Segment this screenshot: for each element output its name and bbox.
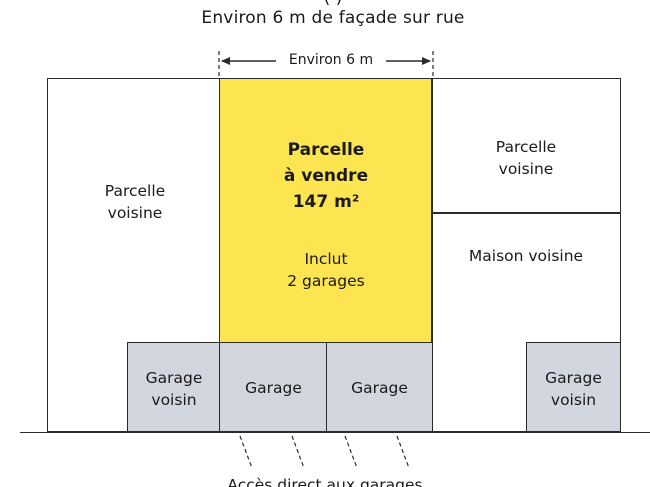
plot-line2: à vendre (283, 166, 369, 186)
left-garage-line2: voisin (151, 391, 197, 409)
title-partial: ( ) (168, 0, 498, 5)
left-garage-line1: Garage (145, 369, 203, 387)
plot-garage-2-label: Garage (351, 379, 408, 397)
right-neighbor-garage-label: Garage voisin (526, 367, 621, 411)
garage-access-label: Accès direct aux garages (227, 476, 423, 487)
access-line-1 (239, 435, 253, 469)
plot-for-sale (219, 78, 433, 344)
plot-title: Parcelle à vendre 147 m² (236, 137, 416, 215)
right-parcel-line1: Parcelle (495, 138, 557, 156)
plot-garage-1-label: Garage (245, 379, 302, 397)
plot-line1: Parcelle (287, 140, 365, 160)
dimension-label: Environ 6 m (276, 52, 386, 68)
right-garage-line1: Garage (545, 369, 602, 387)
street-line (20, 432, 650, 433)
right-garage-line2: voisin (550, 391, 597, 409)
plot-garage-1 (219, 342, 328, 432)
left-parcel-line2: voisine (107, 204, 163, 222)
right-parcel-label: Parcelle voisine (471, 136, 581, 180)
access-line-2 (291, 435, 305, 469)
plot-note1: Inclut (304, 250, 348, 268)
plot-includes: Inclut 2 garages (256, 248, 396, 292)
access-line-3 (344, 435, 358, 469)
left-parcel-line1: Parcelle (104, 182, 166, 200)
plot-area: 147 m² (292, 192, 360, 212)
left-neighbor-garage-label: Garage voisin (127, 367, 221, 411)
plot-note2: 2 garages (287, 272, 365, 290)
plot-garage-2 (326, 342, 433, 432)
frontage-subtitle: Environ 6 m de façade sur rue (201, 8, 465, 28)
right-parcel-line2: voisine (498, 160, 554, 178)
left-parcel-label: Parcelle voisine (80, 180, 190, 224)
access-line-4 (396, 435, 410, 469)
right-neighbor-parcel (431, 78, 621, 214)
right-neighbor-garage (526, 342, 621, 432)
neighbor-house-label: Maison voisine (468, 247, 584, 265)
